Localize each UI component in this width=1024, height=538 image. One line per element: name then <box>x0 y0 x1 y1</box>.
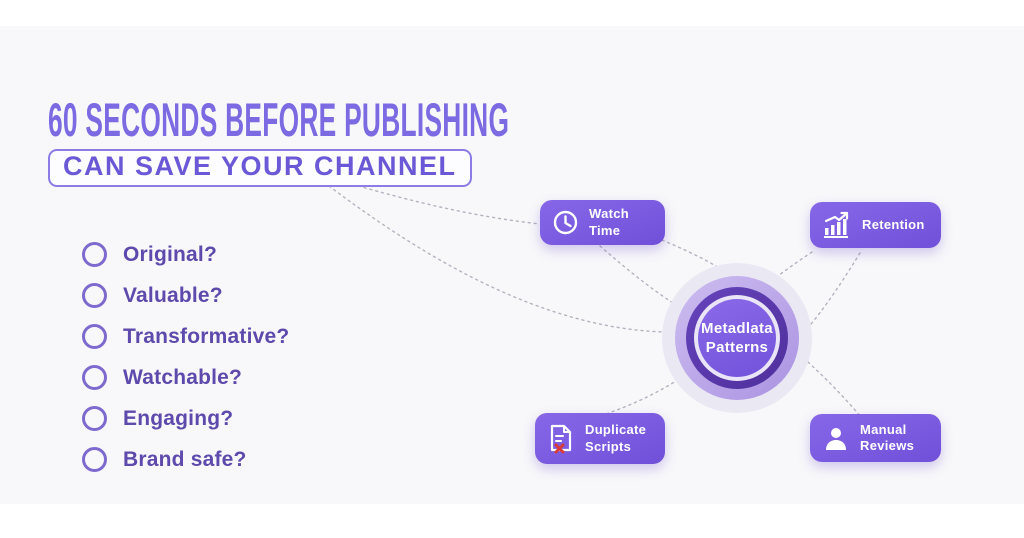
checklist-label: Valuable? <box>123 283 223 307</box>
connector-hub-to-manual-reviews <box>798 353 862 418</box>
document-x-icon <box>550 424 572 453</box>
checkbox-circle-icon <box>82 242 107 267</box>
connector-subtitle-to-hub <box>328 185 665 333</box>
hub-label-line2: Patterns <box>705 339 769 356</box>
checkbox-circle-icon <box>82 283 107 308</box>
list-item: Original? <box>82 242 289 267</box>
node-retention: Retention <box>810 202 941 248</box>
page-subtitle: CAN SAVE YOUR CHANNEL <box>63 151 457 181</box>
checklist-label: Transformative? <box>123 324 290 348</box>
connector-subtitle-to-watch-time <box>340 180 541 225</box>
quality-checklist: Original? Valuable? Transformative? Watc… <box>82 242 289 488</box>
checklist-label: Engaging? <box>123 406 234 430</box>
checkbox-circle-icon <box>82 406 107 431</box>
checkbox-circle-icon <box>82 365 107 390</box>
checkbox-circle-icon <box>82 447 107 472</box>
hub-label: Metadlata Patterns <box>701 319 773 358</box>
checkbox-circle-icon <box>82 324 107 349</box>
page-title: 60 SECONDS BEFORE PUBLISHING <box>48 93 510 146</box>
hub-inner-circle: Metadlata Patterns <box>698 299 776 377</box>
node-label: Manual Reviews <box>860 421 915 453</box>
hub-label-line1: Metadlata <box>701 319 773 337</box>
title-block: 60 SECONDS BEFORE PUBLISHING CAN SAVE YO… <box>48 96 872 187</box>
subtitle-box: CAN SAVE YOUR CHANNEL <box>48 149 472 187</box>
connector-retention-to-hub-right <box>800 252 861 336</box>
list-item: Brand safe? <box>82 447 289 472</box>
checklist-label: Original? <box>123 242 217 266</box>
node-watch-time: Watch Time <box>540 200 665 245</box>
user-icon <box>826 428 846 450</box>
list-item: Transformative? <box>82 324 289 349</box>
bar-chart-trend-icon <box>824 211 849 238</box>
checklist-label: Brand safe? <box>123 447 247 471</box>
hub-metadata-patterns: Metadlata Patterns <box>662 263 812 413</box>
list-item: Engaging? <box>82 406 289 431</box>
list-item: Valuable? <box>82 283 289 308</box>
node-duplicate-scripts: Duplicate Scripts <box>535 413 665 464</box>
node-manual-reviews: Manual Reviews <box>810 414 941 462</box>
list-item: Watchable? <box>82 365 289 390</box>
node-label: Watch Time <box>589 206 630 238</box>
node-label: Retention <box>862 216 925 232</box>
checklist-label: Watchable? <box>123 365 243 389</box>
node-label: Duplicate Scripts <box>585 422 647 454</box>
clock-icon <box>553 210 578 235</box>
